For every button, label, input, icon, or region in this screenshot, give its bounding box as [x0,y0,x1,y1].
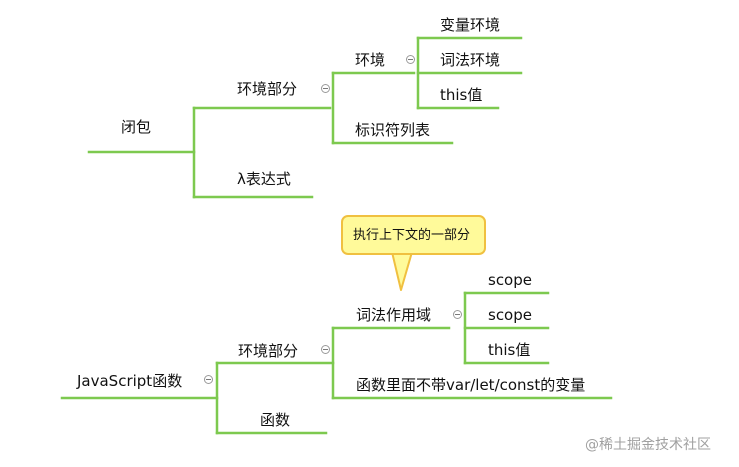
node-λ表达式[interactable]: λ表达式 [237,170,291,188]
node-this值-2[interactable]: this值 [488,341,531,359]
node-scope-2[interactable]: scope [488,306,532,324]
node-body-vars[interactable]: 函数里面不带var/let/const的变量 [356,376,586,394]
node-this值-1[interactable]: this值 [440,86,483,104]
callout-box[interactable] [341,215,486,255]
node-javascript函数[interactable]: JavaScript函数 [77,372,183,390]
collapse-toggle-env-1[interactable] [321,84,330,93]
node-函数[interactable]: 函数 [260,411,291,429]
node-环境部分-1[interactable]: 环境部分 [237,80,298,98]
node-scope-1[interactable]: scope [488,271,532,289]
callout-pointer [391,250,413,291]
watermark: @稀土掘金技术社区 [585,437,711,453]
node-标识符列表[interactable]: 标识符列表 [355,121,431,139]
node-变量环境[interactable]: 变量环境 [440,16,501,34]
node-词法环境[interactable]: 词法环境 [440,51,501,69]
node-闭包[interactable]: 闭包 [121,118,152,136]
node-环境部分-2[interactable]: 环境部分 [238,342,299,360]
callout-text: 执行上下文的一部分 [353,228,471,243]
collapse-toggle-js-root[interactable] [204,375,213,384]
collapse-toggle-环境[interactable] [406,55,415,64]
collapse-toggle-词法作用域[interactable] [453,310,462,319]
node-环境[interactable]: 环境 [355,51,386,69]
node-词法作用域[interactable]: 词法作用域 [356,306,432,324]
collapse-toggle-env-2[interactable] [321,345,330,354]
